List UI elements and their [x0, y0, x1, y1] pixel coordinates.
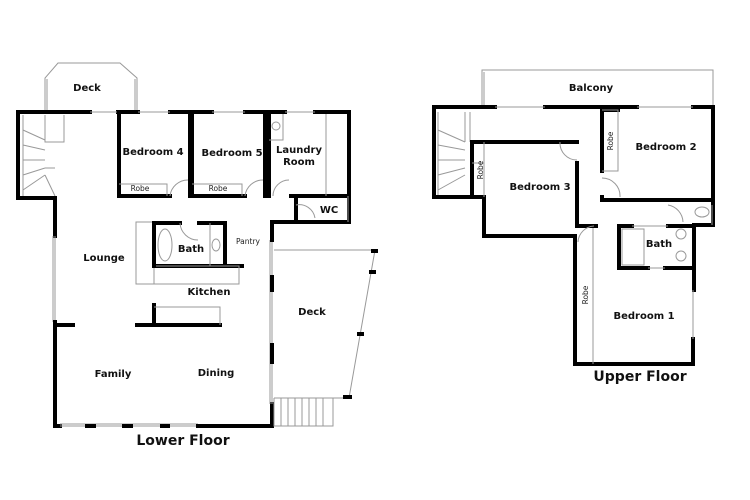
room-label-balcony: Balcony [569, 83, 614, 94]
room-label-bedroom-2: Bedroom 2 [635, 142, 696, 153]
lower-outer-wall [16, 110, 92, 238]
stairs-icon [22, 115, 65, 197]
room-label-deck-right: Deck [298, 307, 326, 318]
room-label-bedroom-3: Bedroom 3 [509, 182, 570, 193]
room-label-bath: Bath [178, 244, 204, 255]
room-label-deck-top: Deck [73, 83, 101, 94]
robe-label: Robe [476, 160, 485, 179]
room-label-dining: Dining [198, 368, 235, 379]
room-label-wc: WC [320, 205, 338, 216]
room-label-kitchen: Kitchen [188, 287, 231, 298]
floor-title-upper: Upper Floor [593, 369, 686, 385]
robe-label: Robe [606, 131, 615, 150]
balcony-outline [481, 69, 714, 107]
lower-floor-plan: Deck Bedroom 4 Bedroom 5 Laundry Room Ro… [16, 62, 378, 449]
robe-label: Robe [581, 285, 590, 304]
deck-right-outline [273, 249, 376, 427]
room-label-laundry-2: Room [283, 157, 315, 168]
deck-top-outline [44, 62, 138, 112]
robe-label: Robe [209, 184, 228, 193]
robe-label: Robe [131, 184, 150, 193]
room-label-lounge: Lounge [83, 253, 125, 264]
room-label-laundry-1: Laundry [276, 145, 322, 156]
floor-title-lower: Lower Floor [136, 433, 229, 449]
room-label-bedroom-5: Bedroom 5 [201, 148, 262, 159]
room-label-bedroom-1: Bedroom 1 [613, 311, 674, 322]
room-label-bedroom-4: Bedroom 4 [122, 147, 183, 158]
room-label-bath-upper: Bath [646, 239, 672, 250]
upper-floor-plan: Balcony Bedroom 2 Bedroom 3 Robe Robe Ba… [432, 69, 715, 385]
stairs-icon [437, 112, 471, 195]
upper-outer-wall [432, 105, 695, 366]
room-label-family: Family [95, 369, 132, 380]
room-label-pantry: Pantry [236, 237, 261, 246]
